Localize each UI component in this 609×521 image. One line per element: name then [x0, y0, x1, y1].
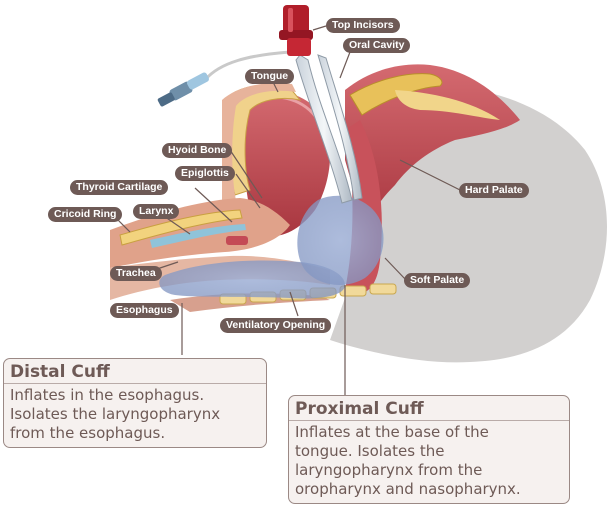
label-ventilatory-opening: Ventilatory Opening — [220, 318, 332, 333]
leader-lines — [111, 25, 461, 395]
label-esophagus: Esophagus — [110, 303, 179, 318]
label-larynx: Larynx — [133, 204, 180, 219]
larynx-blue — [150, 224, 246, 248]
proximal-cuff-balloon — [297, 195, 384, 285]
pilot-valve — [157, 72, 210, 107]
chin-skin — [222, 82, 296, 205]
tube-connector — [279, 5, 313, 56]
distal-cuff-balloon — [159, 260, 345, 299]
proximal-cuff-description: Inflates at the base of the tongue. Isol… — [295, 423, 521, 498]
label-thyroid-cartilage: Thyroid Cartilage — [70, 180, 169, 195]
label-hyoid-bone: Hyoid Bone — [162, 143, 233, 158]
hard-palate-bone — [349, 73, 443, 116]
label-tongue: Tongue — [245, 69, 295, 84]
proximal-cuff-title: Proximal Cuff — [289, 396, 569, 421]
airway-tube — [295, 54, 353, 204]
label-hard-palate: Hard Palate — [459, 183, 529, 198]
hard-palate-bone-lower — [395, 90, 500, 120]
proximal-cuff-callout: Proximal Cuff Inflates at the base of th… — [288, 395, 570, 504]
label-oral-cavity: Oral Cavity — [343, 38, 411, 53]
airway-tube-right — [317, 54, 363, 201]
label-trachea: Trachea — [110, 266, 162, 281]
distal-cuff-title: Distal Cuff — [4, 359, 266, 384]
label-soft-palate: Soft Palate — [404, 273, 471, 288]
nasal-palate-tissue — [345, 64, 520, 230]
tongue-shape — [244, 91, 331, 237]
pilot-line — [203, 50, 291, 81]
label-top-incisors: Top Incisors — [326, 18, 400, 33]
label-cricoid-ring: Cricoid Ring — [48, 207, 123, 222]
distal-cuff-callout: Distal Cuff Inflates in the esophagus. I… — [3, 358, 267, 448]
distal-cuff-description: Inflates in the esophagus. Isolates the … — [10, 386, 221, 442]
label-epiglottis: Epiglottis — [175, 166, 235, 181]
cricoid-red — [226, 236, 248, 245]
